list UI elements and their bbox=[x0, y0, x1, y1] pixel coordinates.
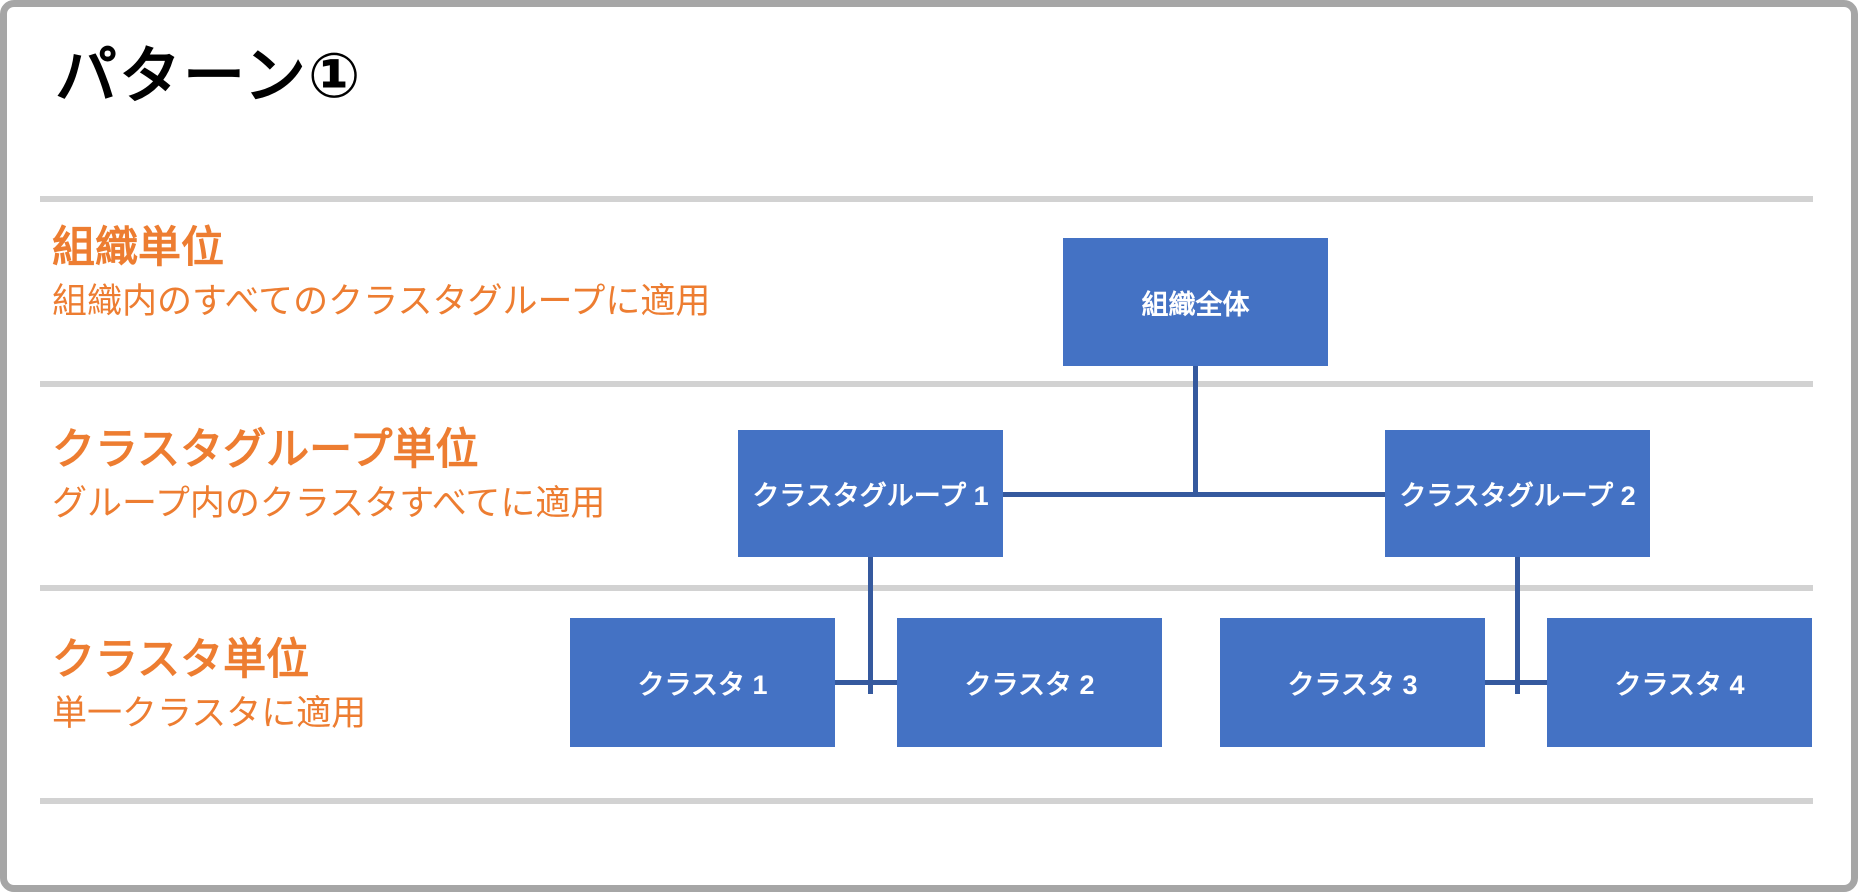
row-heading-cluster: クラスタ単位 bbox=[52, 636, 310, 684]
row-description-cluster-group: グループ内のクラスタすべてに適用 bbox=[52, 483, 606, 523]
row-divider-top bbox=[40, 196, 1813, 202]
connector-cluster3-cluster4 bbox=[1485, 680, 1547, 685]
row-description-organization: 組織内のすべてのクラスタグループに適用 bbox=[52, 281, 711, 321]
node-cluster-2: クラスタ 2 bbox=[897, 618, 1162, 747]
row-label-cluster: クラスタ単位 単一クラスタに適用 bbox=[52, 635, 366, 736]
row-divider-organization-clustergroup bbox=[40, 381, 1813, 387]
connector-cluster1-cluster2 bbox=[835, 680, 897, 685]
row-heading-cluster-group: クラスタグループ単位 bbox=[52, 426, 479, 474]
node-cluster-1: クラスタ 1 bbox=[570, 618, 835, 747]
connector-group1-to-clusters bbox=[868, 557, 873, 694]
connector-group2-to-clusters bbox=[1515, 557, 1520, 694]
node-cluster-group-1: クラスタグループ 1 bbox=[738, 430, 1003, 557]
connector-between-cluster-groups bbox=[1003, 492, 1385, 497]
row-heading-organization: 組織単位 bbox=[52, 224, 224, 272]
row-label-organization: 組織単位 組織内のすべてのクラスタグループに適用 bbox=[52, 223, 710, 324]
node-cluster-group-2: クラスタグループ 2 bbox=[1385, 430, 1650, 557]
row-divider-bottom bbox=[40, 798, 1813, 804]
row-description-cluster: 単一クラスタに適用 bbox=[52, 693, 367, 733]
row-label-cluster-group: クラスタグループ単位 グループ内のクラスタすべてに適用 bbox=[52, 425, 605, 526]
node-organization: 組織全体 bbox=[1063, 238, 1328, 366]
row-divider-clustergroup-cluster bbox=[40, 585, 1813, 591]
node-cluster-3: クラスタ 3 bbox=[1220, 618, 1485, 747]
page-title: パターン① bbox=[55, 42, 363, 111]
node-cluster-4: クラスタ 4 bbox=[1547, 618, 1812, 747]
connector-organization-to-groups bbox=[1193, 366, 1198, 497]
